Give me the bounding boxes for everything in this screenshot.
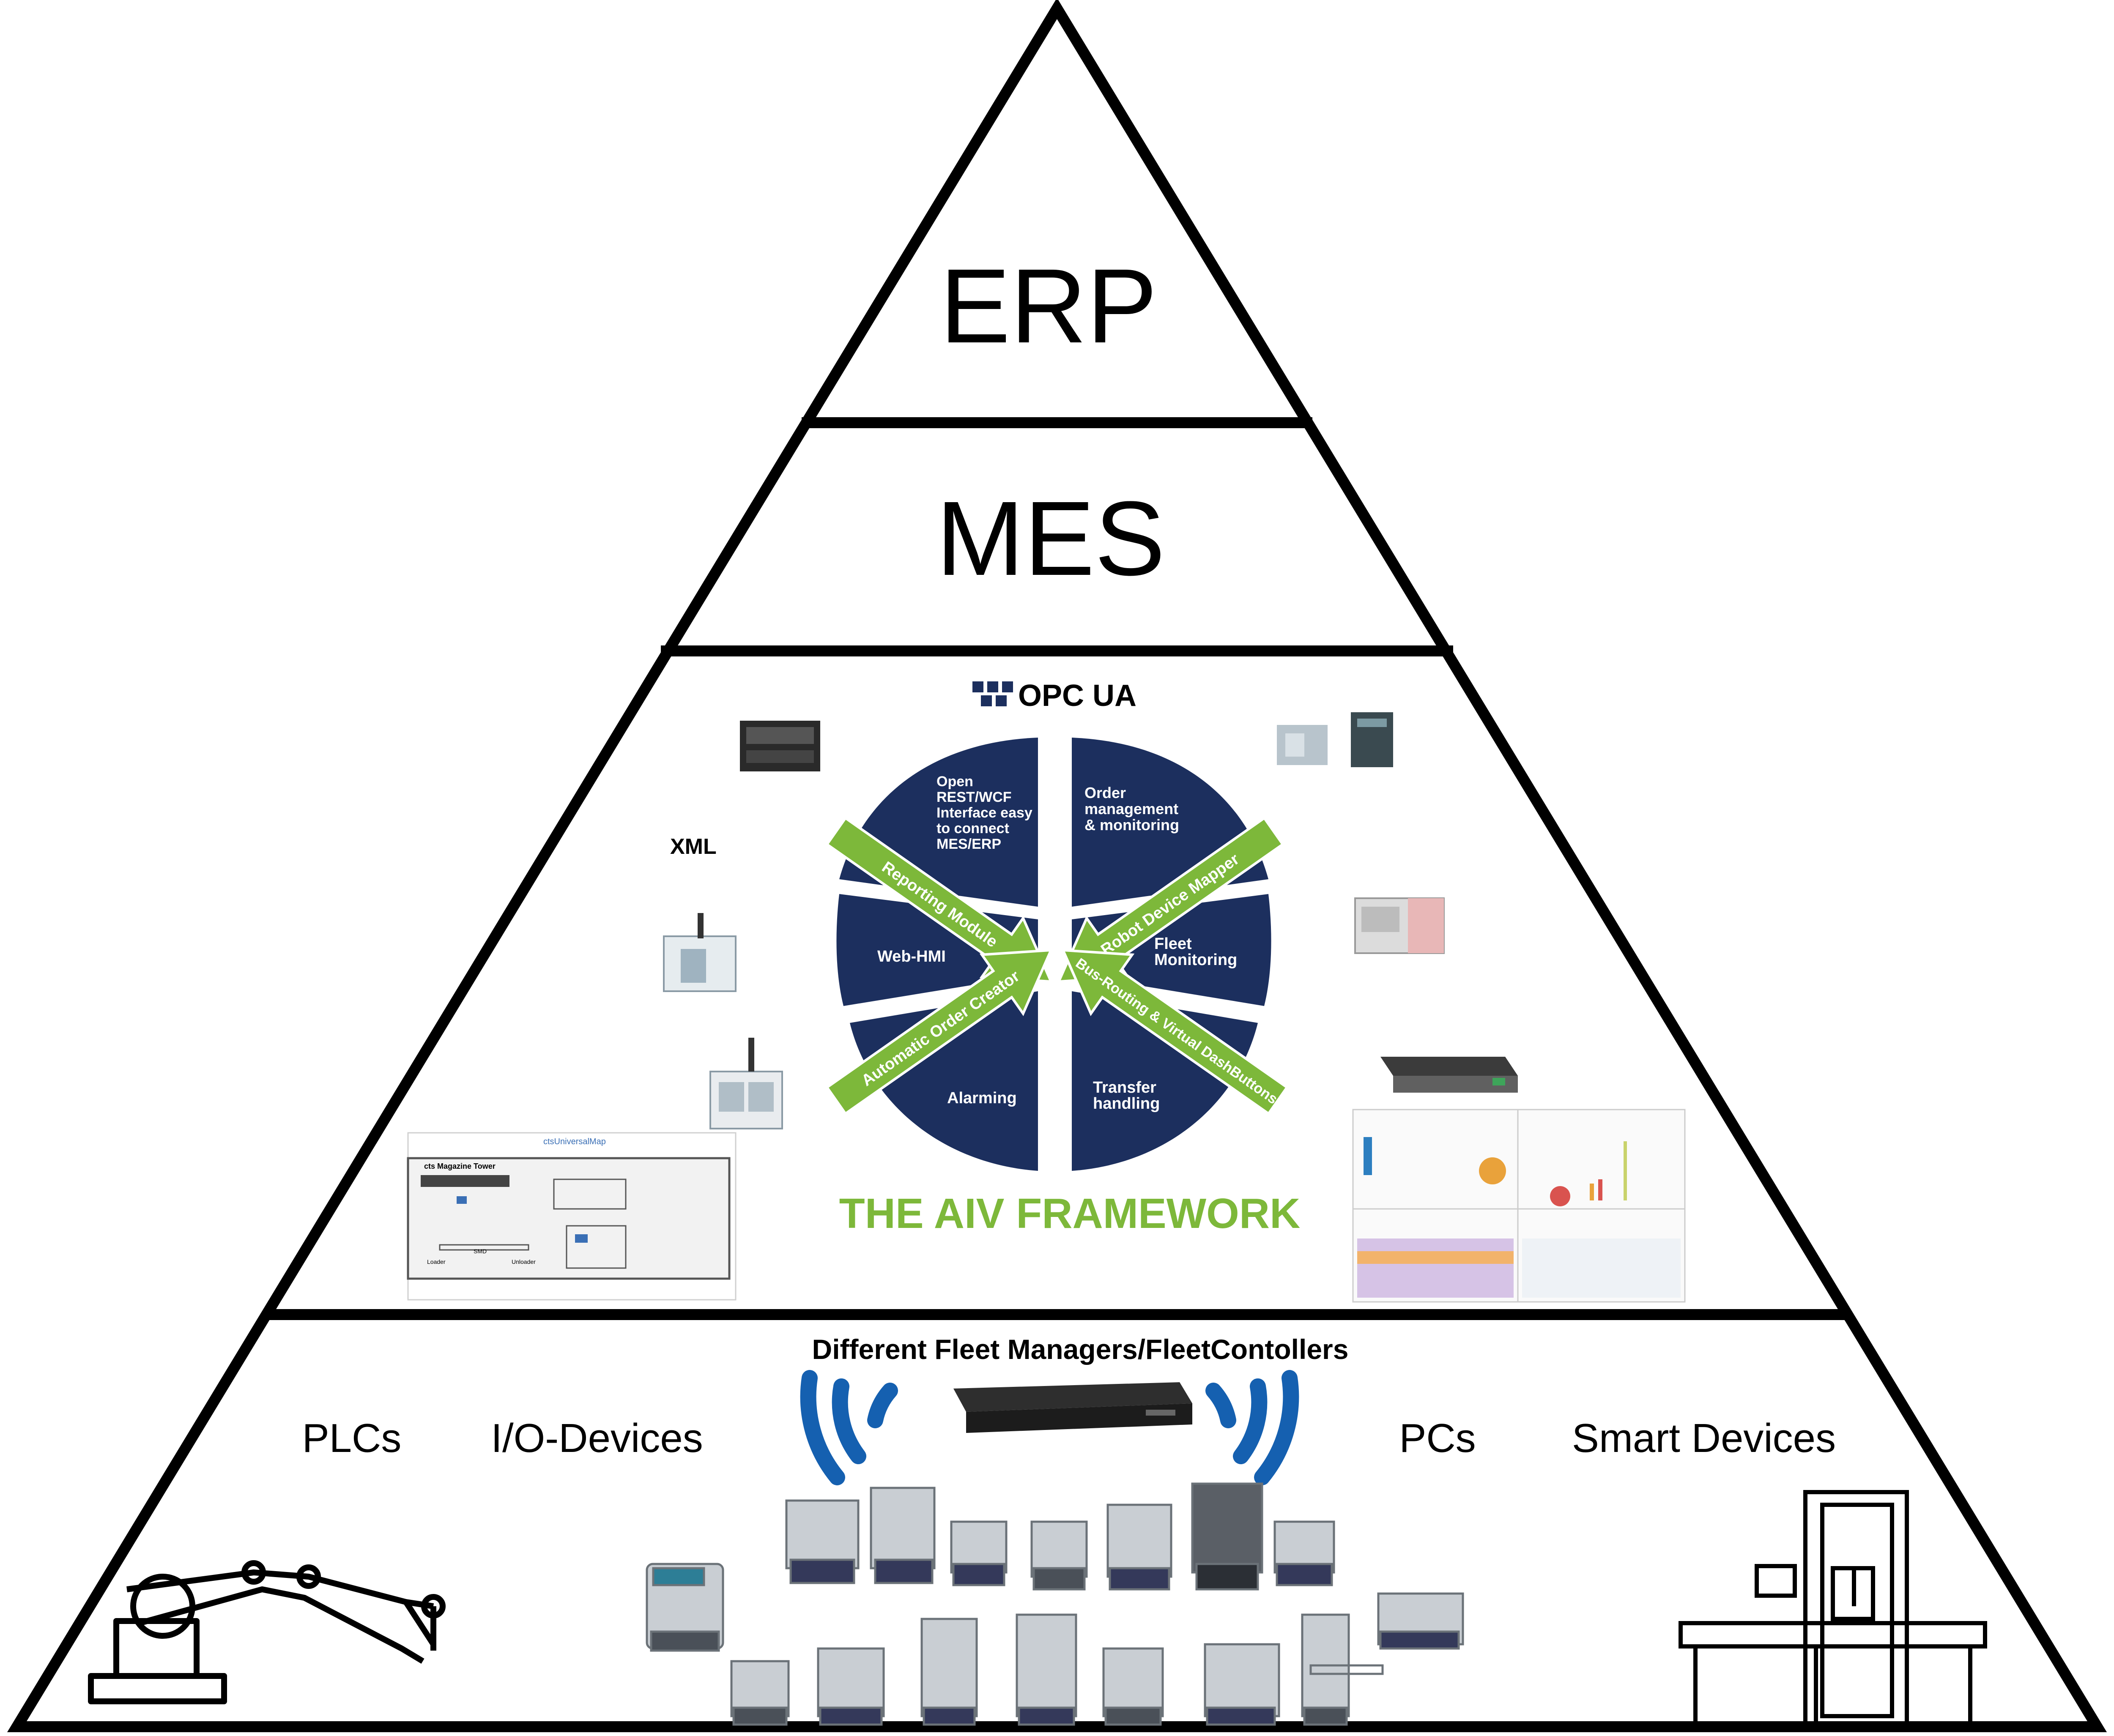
plc-rack-image: [1277, 712, 1393, 767]
mobile-robot: [646, 1563, 724, 1652]
xml-label: XML: [670, 834, 717, 859]
mobile-robot: [1301, 1613, 1384, 1726]
field-item-smart-devices: Smart Devices: [1572, 1416, 1836, 1461]
map-url-text: ctsUniversalMap: [543, 1137, 606, 1146]
field-item-plcs: PLCs: [302, 1416, 402, 1461]
field-item-io-devices: I/O-Devices: [491, 1416, 703, 1461]
wireless-signal-left-icon: [800, 1370, 898, 1485]
opc-ua-logo-text: OPC UA: [1018, 679, 1136, 713]
segment-text-line: Fleet: [1154, 935, 1192, 953]
mobile-robot: [730, 1660, 790, 1726]
segment-bottom-left: [850, 991, 1038, 1171]
mobile-robot: [870, 1487, 936, 1584]
robot-fleet-image: [646, 1482, 1464, 1726]
segment-text-bottom-left: Alarming: [947, 1089, 1017, 1107]
loader-machine-image: [709, 1038, 783, 1129]
mobile-robot: [1106, 1504, 1172, 1591]
mobile-robot: [1016, 1613, 1077, 1726]
segment-text-line: & monitoring: [1084, 816, 1179, 834]
fleet-manager-server-image: [953, 1382, 1192, 1433]
mobile-robot: [785, 1499, 860, 1584]
robot-arm-icon: [88, 1560, 446, 1704]
segment-text-right: Fleet Monitoring: [1154, 935, 1237, 969]
fleet-managers-title: Different Fleet Managers/FleetContollers: [812, 1334, 1349, 1365]
map-label-smd: SMD: [474, 1248, 487, 1255]
segment-text-top-left: Open REST/WCF Interface easy to connect …: [937, 774, 1036, 852]
segment-text-left: Web-HMI: [877, 948, 946, 965]
mobile-robot: [1191, 1482, 1263, 1591]
segment-text-line: handling: [1093, 1095, 1160, 1113]
segment-text-line: Open: [937, 774, 973, 790]
machine-cabinet-image: [663, 913, 737, 992]
wireless-signal-right-icon: [1205, 1370, 1299, 1485]
reporting-dashboard-screenshot: [1352, 1109, 1686, 1303]
map-label-unloader: Unloader: [512, 1258, 536, 1265]
field-item-pcs: PCs: [1399, 1416, 1476, 1461]
segment-text-line: Transfer: [1093, 1079, 1156, 1096]
segment-text-line: MES/ERP: [937, 836, 1001, 852]
mobile-robot: [1273, 1520, 1335, 1586]
opc-ua-logo-mark: [972, 681, 1013, 706]
framework-title: THE AIV FRAMEWORK: [839, 1190, 1301, 1237]
mobile-robot: [817, 1647, 885, 1726]
mobile-robot: [1030, 1520, 1088, 1591]
segment-text-line: Interface easy: [937, 805, 1032, 821]
opc-ua-logo: OPC UA: [972, 679, 1136, 713]
mobile-robot: [1102, 1647, 1164, 1726]
segment-text-line: REST/WCF: [937, 789, 1012, 805]
segment-text-line: Monitoring: [1154, 951, 1237, 969]
field-level: Different Fleet Managers/FleetContollers…: [88, 1334, 1987, 1731]
segment-text-top-right: Order management & monitoring: [1084, 784, 1183, 834]
smart-machine-icon: [1679, 1490, 1987, 1731]
mobile-robot: [1204, 1643, 1280, 1726]
segment-text-line: Order: [1084, 784, 1126, 801]
segment-text-line: to connect: [937, 820, 1009, 837]
universal-map-screenshot: ctsUniversalMap cts Magazine Tower SMD L…: [407, 1132, 737, 1301]
segment-text-bottom-right: Transfer handling: [1093, 1079, 1161, 1113]
mobile-robot: [950, 1520, 1008, 1586]
plc-device-image: [740, 721, 820, 771]
industrial-pc-image: [1354, 897, 1445, 954]
erp-label: ERP: [940, 247, 1157, 365]
mes-label: MES: [936, 479, 1165, 597]
segment-text-line: management: [1084, 800, 1178, 817]
mobile-robot: [1377, 1592, 1464, 1650]
mobile-robot: [920, 1618, 978, 1726]
io-box-image: [1380, 1057, 1518, 1093]
map-panel-title: cts Magazine Tower: [424, 1162, 496, 1170]
map-label-loader: Loader: [427, 1258, 446, 1265]
framework-level: OPC UA XML Open REST/WCF Interface easy …: [407, 679, 1686, 1303]
